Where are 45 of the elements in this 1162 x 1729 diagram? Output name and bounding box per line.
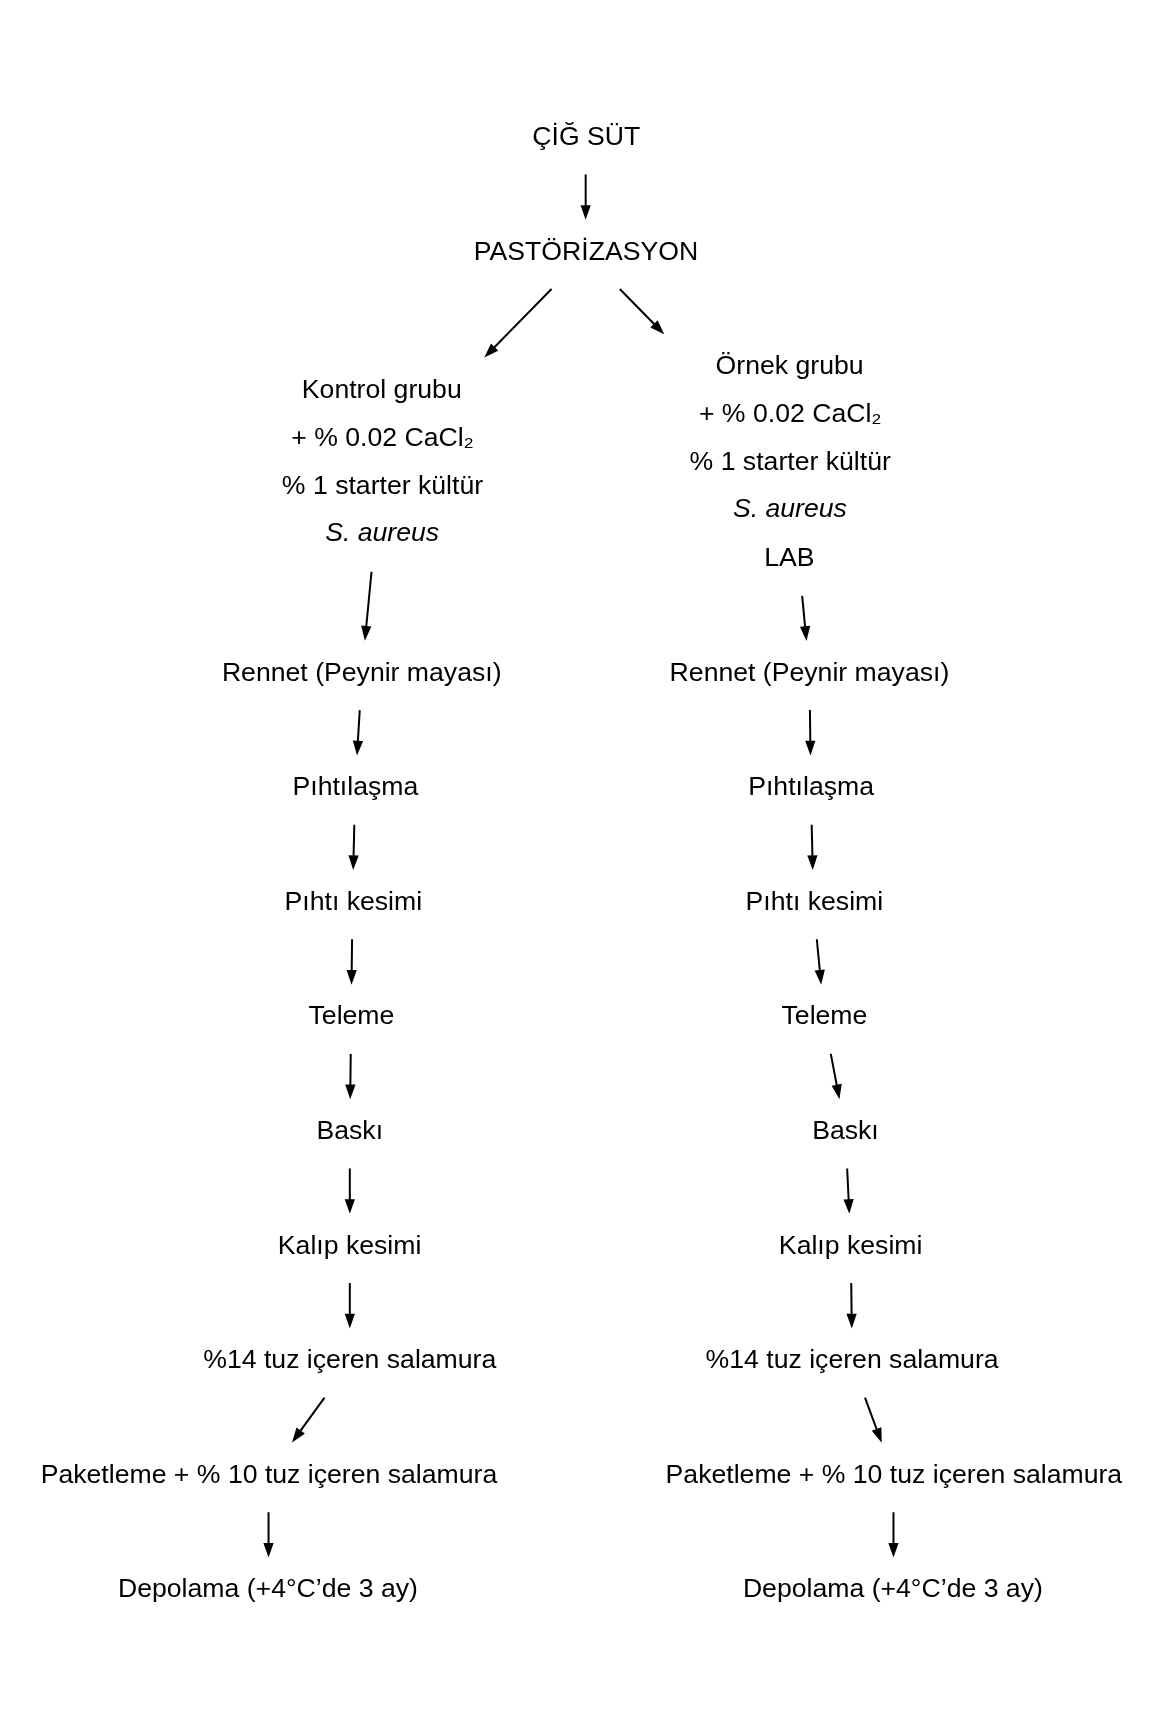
node-text: Baskı [316,1114,384,1145]
arrow [292,1396,326,1443]
node-text: Rennet (Peynir mayası) [669,656,950,687]
node-text: Pıhtılaşma [748,771,875,802]
arrow [348,823,359,871]
node-text: Rennet (Peynir mayası) [221,656,502,687]
arrow [846,1282,857,1329]
arrow [807,823,818,871]
node-text: Pıhtı kesimi [745,885,884,916]
node-text: %14 tuz içeren salamura [705,1344,999,1375]
arrow [263,1511,274,1558]
node-text: Pıhtılaşma [292,771,419,802]
node-text: + % 0.02 CaCl₂ % 1 starter kültür S. aureus LAB [689,398,891,573]
arrow [829,1052,842,1100]
arrow [346,938,357,985]
node-label: Kontrol grubu [301,374,462,405]
node-text: ÇİĞ SÜT [532,120,641,151]
arrow [814,938,825,985]
arrow [361,570,373,641]
node-text: Paketleme + % 10 tuz içeren salamura [40,1458,498,1489]
arrow [344,1282,355,1329]
node-label: Örnek grubu [715,350,864,381]
node-text: Teleme [781,1000,868,1031]
node-text: + % 0.02 CaCl₂ % 1 starter kültür S. aureus [281,422,484,547]
arrow [864,1396,882,1443]
arrow [618,288,665,335]
node-text: Depolama (+4°C’de 3 ay) [117,1573,418,1604]
node-text: PASTÖRİZASYON [473,235,699,266]
arrow [352,709,364,756]
node-text: Baskı [812,1114,879,1145]
arrow [344,1167,355,1214]
arrow [345,1052,356,1100]
arrow [843,1167,854,1214]
arrow [805,709,816,756]
arrow [799,594,811,641]
arrow [484,288,553,358]
node-text: Kalıp kesimi [277,1229,422,1260]
node-text: Teleme [308,1000,395,1031]
arrow [580,173,591,220]
node-text: Paketleme + % 10 tuz içeren salamura [665,1458,1123,1489]
node-text: Kalıp kesimi [778,1229,923,1260]
arrow [888,1511,899,1558]
node-text: %14 tuz içeren salamura [203,1344,497,1375]
node-text: Depolama (+4°C’de 3 ay) [742,1573,1043,1604]
node-text: Pıhtı kesimi [284,885,423,916]
